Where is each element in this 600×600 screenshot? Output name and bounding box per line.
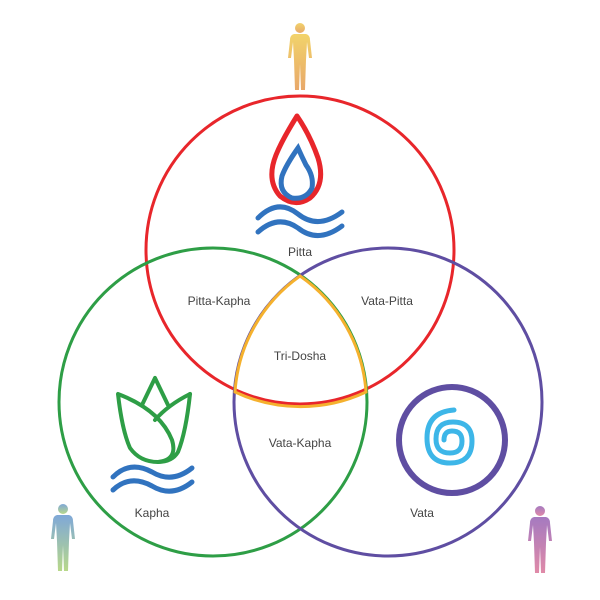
- vata-kapha-label: Vata-Kapha: [269, 436, 332, 450]
- pitta-label: Pitta: [288, 245, 312, 259]
- drop-icon: [278, 142, 315, 201]
- pitta-circle: [144, 94, 456, 406]
- pitta-kapha-label: Pitta-Kapha: [188, 294, 251, 308]
- vata-label: Vata: [410, 506, 434, 520]
- flame-icon: [269, 113, 324, 205]
- vata-pitta-label: Vata-Pitta: [361, 294, 413, 308]
- waves-icon: [255, 204, 345, 238]
- kapha-label: Kapha: [135, 506, 170, 520]
- human-figure-yellow-icon: [288, 23, 312, 90]
- spiral-icon: [424, 407, 475, 466]
- lotus-icon: [116, 376, 192, 464]
- tri-dosha-label: Tri-Dosha: [274, 349, 327, 363]
- human-figure-purple-icon: [528, 506, 552, 573]
- human-figure-blue-green-icon: [51, 504, 75, 571]
- kapha-circle: [57, 246, 369, 558]
- waves-icon: [110, 464, 195, 494]
- vata-circle: [232, 246, 544, 558]
- tri-dosha-region: [233, 274, 368, 409]
- vata-ring-icon: [396, 384, 508, 496]
